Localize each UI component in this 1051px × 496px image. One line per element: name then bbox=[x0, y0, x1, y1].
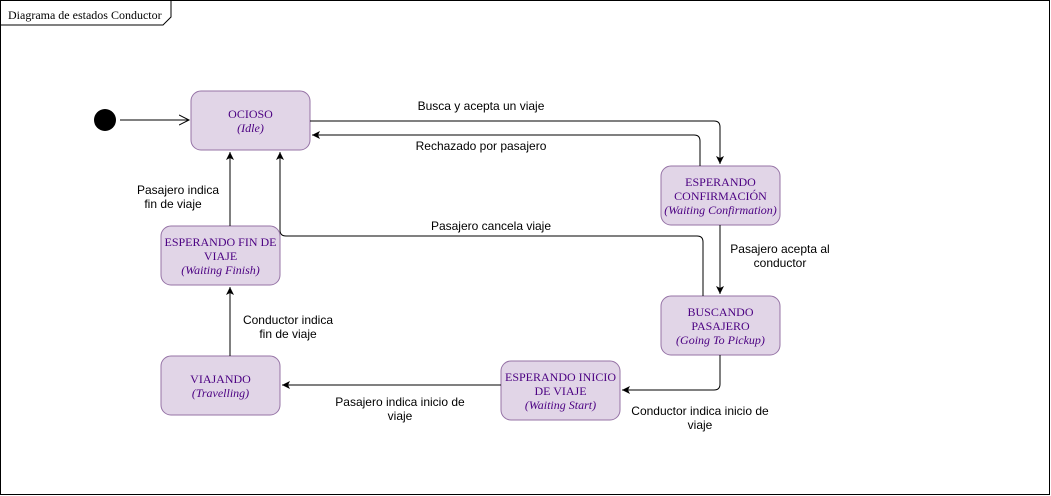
edge-ocioso-to-esperando-confirmacion bbox=[310, 120, 724, 164]
label-conductor-indica-inicio-line1: Conductor indica inicio de bbox=[631, 404, 769, 418]
label-pasajero-acepta-line1: Pasajero acepta al bbox=[730, 242, 829, 256]
frame-title: Diagrama de estados Conductor bbox=[8, 8, 162, 22]
state-esperando-fin-line1: ESPERANDO FIN DE bbox=[164, 235, 276, 249]
label-pasajero-indica-inicio-line1: Pasajero indica inicio de bbox=[335, 395, 465, 409]
state-esperando-inicio[interactable]: ESPERANDO INICIO DE VIAJE (Waiting Start… bbox=[500, 360, 621, 421]
label-conductor-indica-inicio-line2: viaje bbox=[688, 418, 713, 432]
label-pasajero-indica-fin-line2: fin de viaje bbox=[144, 197, 202, 211]
label-pasajero-indica-fin-line1: Pasajero indica bbox=[137, 183, 219, 197]
state-esperando-inicio-line1: ESPERANDO INICIO bbox=[505, 370, 616, 384]
state-ocioso-sub: (Idle) bbox=[237, 121, 264, 135]
state-esperando-fin-sub: (Waiting Finish) bbox=[181, 263, 260, 277]
edge-buscando-to-esperando-inicio bbox=[622, 355, 721, 394]
label-pasajero-acepta-line2: conductor bbox=[754, 256, 807, 270]
frame-title-tab bbox=[0, 0, 172, 26]
state-esperando-confirmacion[interactable]: ESPERANDO CONFIRMACIÓN (Waiting Confirma… bbox=[660, 165, 781, 226]
state-buscando-pasajero[interactable]: BUSCANDO PASAJERO (Going To Pickup) bbox=[660, 295, 781, 356]
state-ocioso[interactable]: OCIOSO (Idle) bbox=[190, 90, 311, 151]
state-esperando-inicio-sub: (Waiting Start) bbox=[525, 398, 596, 412]
state-esperando-inicio-line2: DE VIAJE bbox=[534, 384, 586, 398]
state-buscando-pasajero-sub: (Going To Pickup) bbox=[676, 333, 765, 347]
state-esperando-confirmacion-line1: ESPERANDO bbox=[685, 175, 756, 189]
label-pasajero-cancela: Pasajero cancela viaje bbox=[431, 219, 551, 233]
state-viajando[interactable]: VIAJANDO (Travelling) bbox=[160, 355, 281, 416]
edge-esperando-confirmacion-to-ocioso bbox=[312, 131, 701, 166]
state-buscando-pasajero-line1: BUSCANDO bbox=[687, 305, 753, 319]
label-conductor-indica-fin-line1: Conductor indica bbox=[243, 313, 333, 327]
label-conductor-indica-fin-line2: fin de viaje bbox=[259, 327, 317, 341]
state-esperando-confirmacion-line2: CONFIRMACIÓN bbox=[674, 189, 767, 203]
state-viajando-sub: (Travelling) bbox=[192, 386, 249, 400]
state-buscando-pasajero-line2: PASAJERO bbox=[691, 319, 750, 333]
state-viajando-name: VIAJANDO bbox=[190, 372, 251, 386]
state-ocioso-name: OCIOSO bbox=[228, 107, 273, 121]
edge-buscando-to-ocioso bbox=[276, 152, 704, 296]
state-esperando-fin[interactable]: ESPERANDO FIN DE VIAJE (Waiting Finish) bbox=[160, 225, 281, 286]
state-esperando-confirmacion-sub: (Waiting Confirmation) bbox=[664, 203, 777, 217]
label-busca-acepta: Busca y acepta un viaje bbox=[418, 99, 545, 113]
state-esperando-fin-line2: VIAJE bbox=[204, 249, 237, 263]
initial-state bbox=[94, 109, 116, 131]
label-rechazado: Rechazado por pasajero bbox=[416, 139, 547, 153]
label-pasajero-indica-inicio-line2: viaje bbox=[388, 409, 413, 423]
